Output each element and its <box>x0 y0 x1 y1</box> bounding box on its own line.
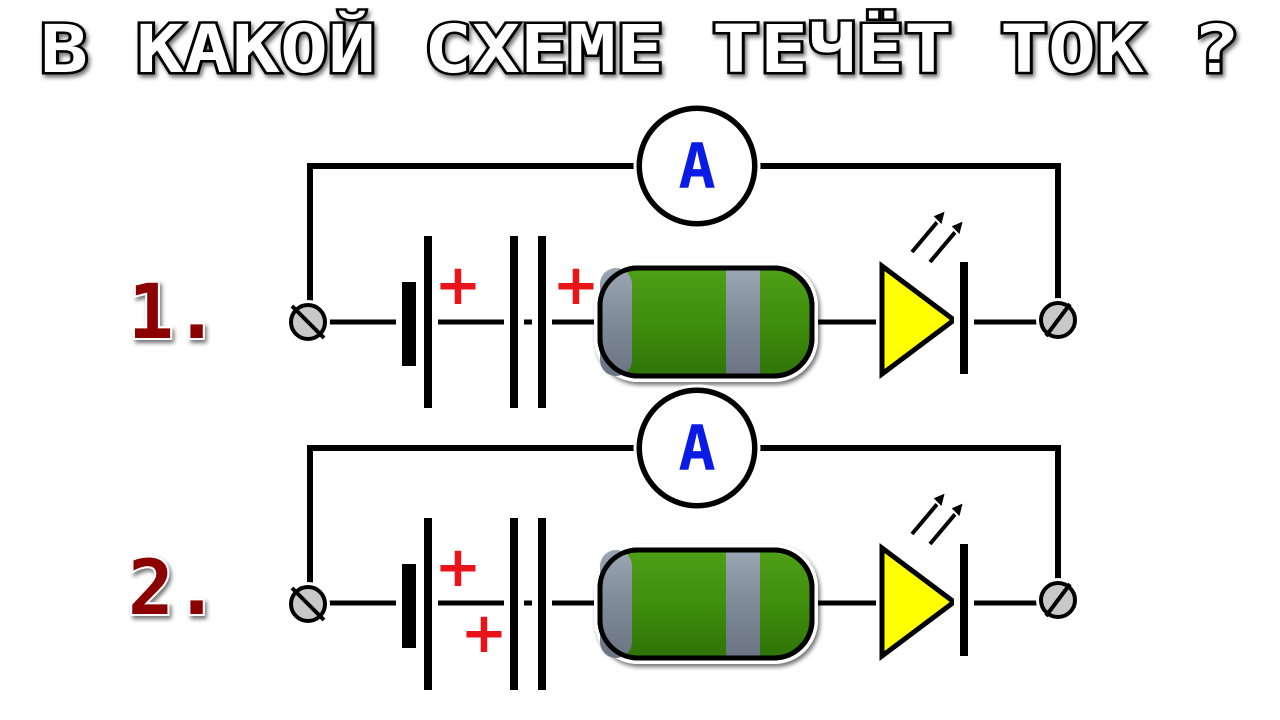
battery-icon <box>396 230 438 414</box>
page-title: В КАКОЙ СХЕМЕ ТЕЧЁТ ТОК ? <box>40 10 1240 88</box>
terminal-screw-icon <box>286 582 330 626</box>
capacitor-plus-sign: + <box>553 253 600 318</box>
battery-plus-sign: + <box>435 535 482 600</box>
resistor-icon <box>594 262 818 382</box>
ammeter-label: A <box>678 130 715 203</box>
terminal-screw-icon <box>286 300 330 344</box>
terminal-screw-icon <box>1036 298 1080 342</box>
ammeter-icon: A <box>633 384 761 512</box>
capacitor-icon <box>504 512 552 696</box>
resistor-icon <box>594 544 818 664</box>
terminal-screw-icon <box>1036 578 1080 622</box>
capacitor-icon <box>504 230 552 414</box>
ammeter-label: A <box>678 412 715 485</box>
led-icon <box>876 208 974 384</box>
circuit-1: A + + <box>126 102 1080 414</box>
battery-icon <box>396 512 438 696</box>
circuit-number: 1. <box>128 267 220 356</box>
led-light-arrows <box>908 208 966 266</box>
battery-plus-sign: + <box>435 253 482 318</box>
circuit-number: 2. <box>128 543 220 632</box>
led-light-arrows <box>908 490 966 548</box>
led-icon <box>876 490 974 666</box>
capacitor-plus-sign: + <box>461 601 508 666</box>
ammeter-icon: A <box>633 102 761 230</box>
circuit-2: A + + <box>126 384 1080 696</box>
